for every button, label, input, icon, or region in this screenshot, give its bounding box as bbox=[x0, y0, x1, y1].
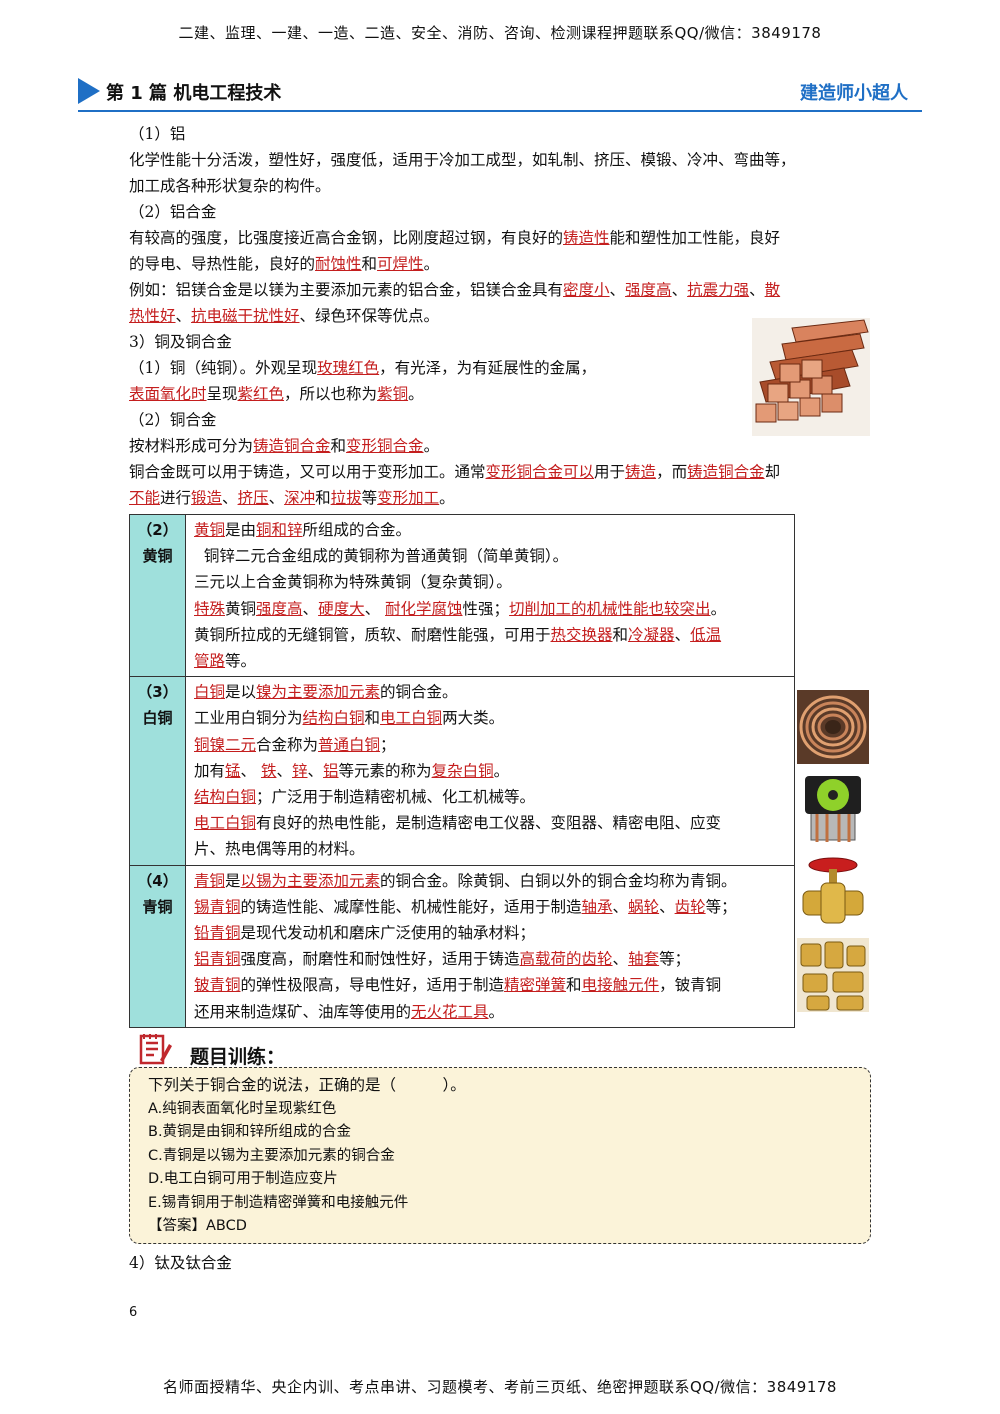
copper-alloy-table: （2）黄铜 黄铜是由铜和锌所组成的合金。 铜锌二元合金组成的黄铜称为普通黄铜（简… bbox=[129, 513, 795, 1028]
copper-alloy-line: 铜合金既可以用于铸造，又可以用于变形加工。通常变形铜合金可以用于铸造，而铸造铜合… bbox=[129, 463, 781, 481]
quiz-answer: 【答案】ABCD bbox=[148, 1218, 247, 1234]
chapter-title: 第 1 篇 机电工程技术 bbox=[106, 83, 282, 104]
aluminum-alloy-heading: （2）铝合金 bbox=[129, 203, 217, 221]
mg-alloy-line: 热性好、抗电磁干扰性好、绿色环保等优点。 bbox=[129, 307, 440, 325]
brass-label: （2）黄铜 bbox=[129, 513, 186, 678]
mg-alloy-line: 例如：铝镁合金是以镁为主要添加元素的铝合金，铝镁合金具有密度小、强度高、抗震力强… bbox=[129, 281, 781, 299]
brand-label: 建造师小超人 bbox=[800, 83, 908, 104]
bronze-content: 青铜是以锡为主要添加元素的铜合金。除黄铜、白铜以外的铜合金均称为青铜。 锡青铜的… bbox=[185, 864, 795, 1028]
titanium-heading: 4）钛及钛合金 bbox=[129, 1254, 232, 1272]
bottom-banner: 名师面授精华、央企内训、考点串讲、习题模考、考前三页纸、绝密押题联系QQ/微信：… bbox=[163, 1378, 837, 1396]
brass-fittings-image bbox=[797, 938, 869, 1012]
brass-valve-image bbox=[797, 855, 869, 929]
quiz-box: 下列关于铜合金的说法，正确的是（ ）。 A.纯铜表面氧化时呈现紫红色 B.黄铜是… bbox=[129, 1067, 871, 1244]
notepad-icon bbox=[139, 1034, 172, 1065]
brass-content: 黄铜是由铜和锌所组成的合金。 铜锌二元合金组成的黄铜称为普通黄铜（简单黄铜）。 … bbox=[185, 513, 795, 678]
cpu-cooler-image bbox=[797, 772, 869, 846]
copper-line: 表面氧化时呈现紫红色，所以也称为紫铜。 bbox=[129, 385, 424, 403]
header-divider bbox=[78, 110, 922, 112]
aluminum-line: 化学性能十分活泼，塑性好，强度低，适用于冷加工成型，如轧制、挤压、模锻、冷冲、弯… bbox=[129, 151, 796, 169]
table-row: （2）黄铜 黄铜是由铜和锌所组成的合金。 铜锌二元合金组成的黄铜称为普通黄铜（简… bbox=[129, 513, 795, 678]
alloy-line: 有较高的强度，比强度接近高合金钢，比刚度超过钢，有良好的铸造性能和塑性加工性能，… bbox=[129, 229, 781, 247]
page-number: 6 bbox=[129, 1305, 138, 1320]
white-copper-content: 白铜是以镍为主要添加元素的铜合金。 工业用白铜分为结构白铜和电工白铜两大类。 铜… bbox=[185, 676, 795, 866]
copper-alloy-line: 按材料形成可分为铸造铜合金和变形铜合金。 bbox=[129, 437, 440, 455]
copper-coil-image bbox=[797, 690, 869, 764]
copper-heading: 3）铜及铜合金 bbox=[129, 333, 232, 351]
arrow-icon bbox=[78, 78, 100, 104]
aluminum-line: 加工成各种形状复杂的构件。 bbox=[129, 177, 331, 195]
white-copper-label: （3）白铜 bbox=[129, 676, 186, 866]
copper-alloy-line: 不能进行锻造、挤压、深冲和拉拔等变形加工。 bbox=[129, 489, 455, 507]
quiz-option: A.纯铜表面氧化时呈现紫红色 bbox=[148, 1100, 337, 1117]
quiz-option: C.青铜是以锡为主要添加元素的铜合金 bbox=[148, 1147, 395, 1164]
copper-bars-image bbox=[752, 318, 870, 436]
copper-line: （1）铜（纯铜）。外观呈现玫瑰红色，有光泽，为有延展性的金属， bbox=[129, 359, 597, 377]
training-title: 题目训练： bbox=[190, 1046, 286, 1068]
table-row: （4）青铜 青铜是以锡为主要添加元素的铜合金。除黄铜、白铜以外的铜合金均称为青铜… bbox=[129, 864, 795, 1028]
quiz-option: D.电工白铜可用于制造应变片 bbox=[148, 1171, 338, 1187]
chapter-header: 第 1 篇 机电工程技术 建造师小超人 bbox=[78, 74, 922, 112]
table-row: （3）白铜 白铜是以镍为主要添加元素的铜合金。 工业用白铜分为结构白铜和电工白铜… bbox=[129, 676, 795, 866]
bronze-label: （4）青铜 bbox=[129, 864, 186, 1028]
quiz-option: E.锡青铜用于制造精密弹簧和电接触元件 bbox=[148, 1194, 409, 1211]
aluminum-heading: （1）铝 bbox=[129, 125, 186, 143]
top-banner: 二建、监理、一建、一造、二造、安全、消防、咨询、检测课程押题联系QQ/微信：38… bbox=[178, 24, 822, 42]
quiz-question: 下列关于铜合金的说法，正确的是（ ）。 bbox=[148, 1076, 466, 1094]
alloy-line: 的导电、导热性能，良好的耐蚀性和可焊性。 bbox=[129, 255, 440, 273]
intro-text: （1）铝 化学性能十分活泼，塑性好，强度低，适用于冷加工成型，如轧制、挤压、模锻… bbox=[129, 121, 871, 511]
quiz-option: B.黄铜是由铜和锌所组成的合金 bbox=[148, 1124, 352, 1140]
copper-alloy-heading: （2）铜合金 bbox=[129, 411, 217, 429]
